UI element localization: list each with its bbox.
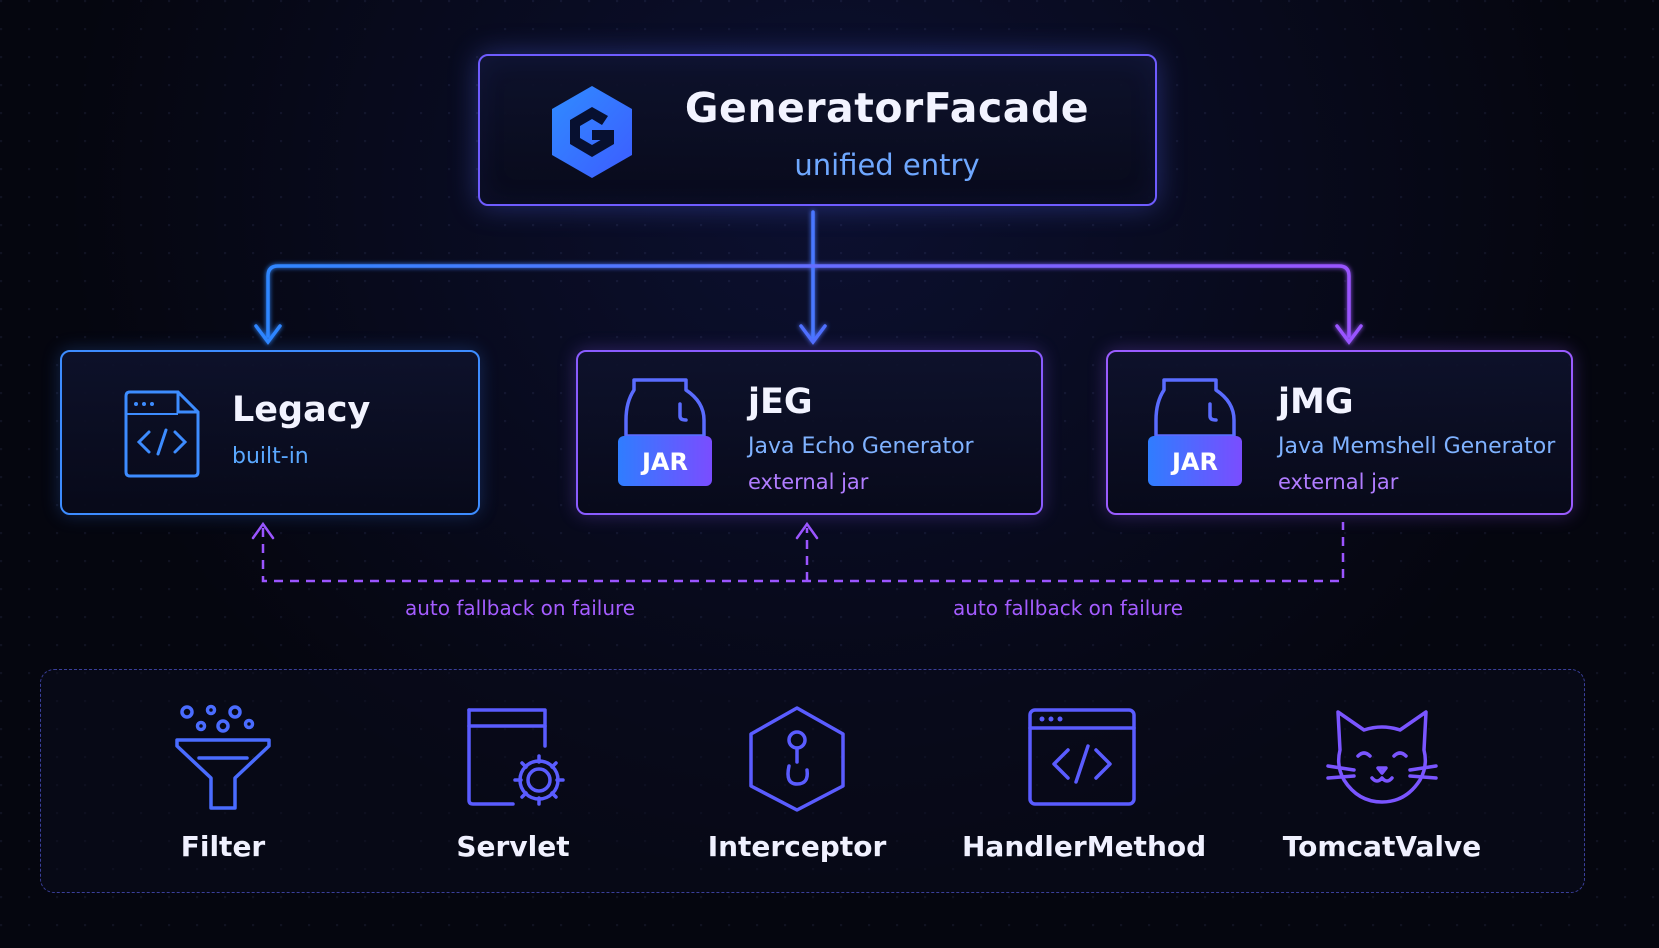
fallback-arrow-jeg (795, 521, 819, 540)
jar-icon: JAR (618, 378, 712, 486)
type-label: Servlet (456, 830, 570, 863)
type-servlet: Servlet (393, 670, 633, 894)
fallback-path (261, 522, 1345, 583)
facade-subtitle: unified entry (794, 148, 980, 182)
fallback-arrow-legacy (251, 521, 275, 540)
type-label: Interceptor (707, 830, 887, 863)
generator-jmg-type: external jar (1278, 470, 1399, 494)
jar-icon: JAR (1148, 378, 1242, 486)
funnel-icon (175, 704, 271, 810)
generator-jmg-fullname: Java Memshell Generator (1278, 434, 1556, 459)
facade-title: GeneratorFacade (684, 84, 1090, 132)
hook-hexagon-icon (749, 706, 845, 812)
generator-legacy-type: built-in (232, 444, 309, 469)
type-interceptor: Interceptor (677, 670, 917, 894)
arrow-to-jeg (799, 324, 827, 345)
type-tomcatvalve: TomcatValve (1262, 670, 1502, 894)
type-filter: Filter (103, 670, 343, 894)
code-file-icon (124, 390, 200, 478)
memshell-types-panel: Filter Servlet (40, 669, 1585, 893)
generator-legacy-box: Legacy built-in (60, 350, 480, 515)
fallback-label: auto fallback on failure (953, 596, 1184, 620)
type-handlermethod: HandlerMethod (962, 670, 1207, 894)
type-label: TomcatValve (1282, 830, 1482, 863)
cat-icon (1326, 710, 1438, 804)
generator-facade-box: GeneratorFacade unified entry (478, 54, 1157, 206)
jar-badge-label: JAR (640, 448, 688, 476)
arrow-to-legacy (254, 324, 282, 345)
code-window-icon (1028, 708, 1136, 806)
fallback-label: auto fallback on failure (405, 596, 636, 620)
jar-badge-label: JAR (1170, 448, 1218, 476)
type-label: Filter (180, 830, 266, 863)
generator-jeg-type: external jar (748, 470, 869, 494)
generator-jeg-box: JAR jEG Java Echo Generator external jar (576, 350, 1043, 515)
arrow-to-jmg (1335, 324, 1363, 345)
branch-bar (266, 264, 1351, 338)
generator-jeg-name: jEG (748, 382, 813, 422)
facade-logo-icon (552, 86, 632, 178)
servlet-gear-icon (467, 708, 565, 806)
generator-jmg-name: jMG (1278, 382, 1354, 422)
generator-jeg-fullname: Java Echo Generator (748, 434, 974, 459)
generator-legacy-name: Legacy (232, 390, 371, 430)
generator-jmg-box: JAR jMG Java Memshell Generator external… (1106, 350, 1573, 515)
type-label: HandlerMethod (962, 830, 1207, 863)
